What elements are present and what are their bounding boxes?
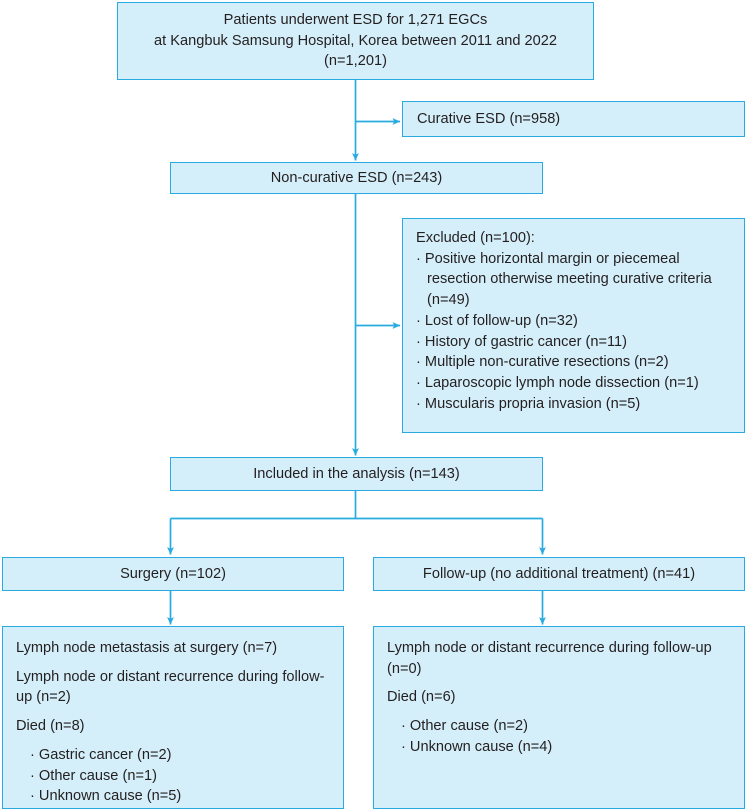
surgery-outcome-cause-1: · Other cause (n=1) xyxy=(30,767,157,784)
node-excluded: Excluded (n=100): · Positive horizontal … xyxy=(402,218,745,433)
node-curative-esd: Curative ESD (n=958) xyxy=(402,101,745,137)
node-curative-esd-label: Curative ESD (n=958) xyxy=(417,110,561,127)
node-surgery-arm-label: Surgery (n=102) xyxy=(120,565,226,582)
followup-outcome-died: Died (n=6) xyxy=(387,689,456,706)
node-excluded-item-0: · Positive horizontal margin or piecemea… xyxy=(416,250,712,309)
node-followup-outcomes: Lymph node or distant recurrence during … xyxy=(373,626,745,809)
node-surgery-arm: Surgery (n=102) xyxy=(2,557,344,591)
node-excluded-heading: Excluded (n=100): xyxy=(416,230,535,246)
node-excluded-item-4: · Laparoscopic lymph node dissection (n=… xyxy=(416,375,699,392)
surgery-outcome-cause-2: · Unknown cause (n=5) xyxy=(30,788,182,805)
surgery-outcome-recurrence: Lymph node or distant recurrence during … xyxy=(16,668,325,706)
surgery-outcome-cause-0: · Gastric cancer (n=2) xyxy=(30,746,172,763)
followup-outcome-cause-1: · Unknown cause (n=4) xyxy=(401,738,553,755)
node-noncurative-esd: Non-curative ESD (n=243) xyxy=(170,162,543,194)
node-excluded-item-1: · Lost of follow-up (n=32) xyxy=(416,312,578,329)
node-included-label: Included in the analysis (n=143) xyxy=(253,465,460,482)
surgery-outcome-died: Died (n=8) xyxy=(16,718,85,735)
node-excluded-item-5: · Muscularis propria invasion (n=5) xyxy=(416,395,641,412)
node-noncurative-esd-label: Non-curative ESD (n=243) xyxy=(270,169,443,186)
node-followup-arm: Follow-up (no additional treatment) (n=4… xyxy=(373,557,745,591)
node-excluded-item-2: · History of gastric cancer (n=11) xyxy=(416,333,628,350)
node-followup-arm-label: Follow-up (no additional treatment) (n=4… xyxy=(422,565,696,582)
node-surgery-outcomes: Lymph node metastasis at surgery (n=7) L… xyxy=(2,626,344,809)
node-enrollment-label: Patients underwent ESD for 1,271 EGCs at… xyxy=(154,11,557,70)
node-excluded-item-3: · Multiple non-curative resections (n=2) xyxy=(416,354,669,371)
surgery-outcome-ln-metastasis: Lymph node metastasis at surgery (n=7) xyxy=(16,640,278,656)
node-included: Included in the analysis (n=143) xyxy=(170,457,543,491)
followup-outcome-cause-0: · Other cause (n=2) xyxy=(401,718,528,735)
followup-outcome-recurrence: Lymph node or distant recurrence during … xyxy=(387,640,712,677)
node-enrollment: Patients underwent ESD for 1,271 EGCs at… xyxy=(117,2,594,80)
